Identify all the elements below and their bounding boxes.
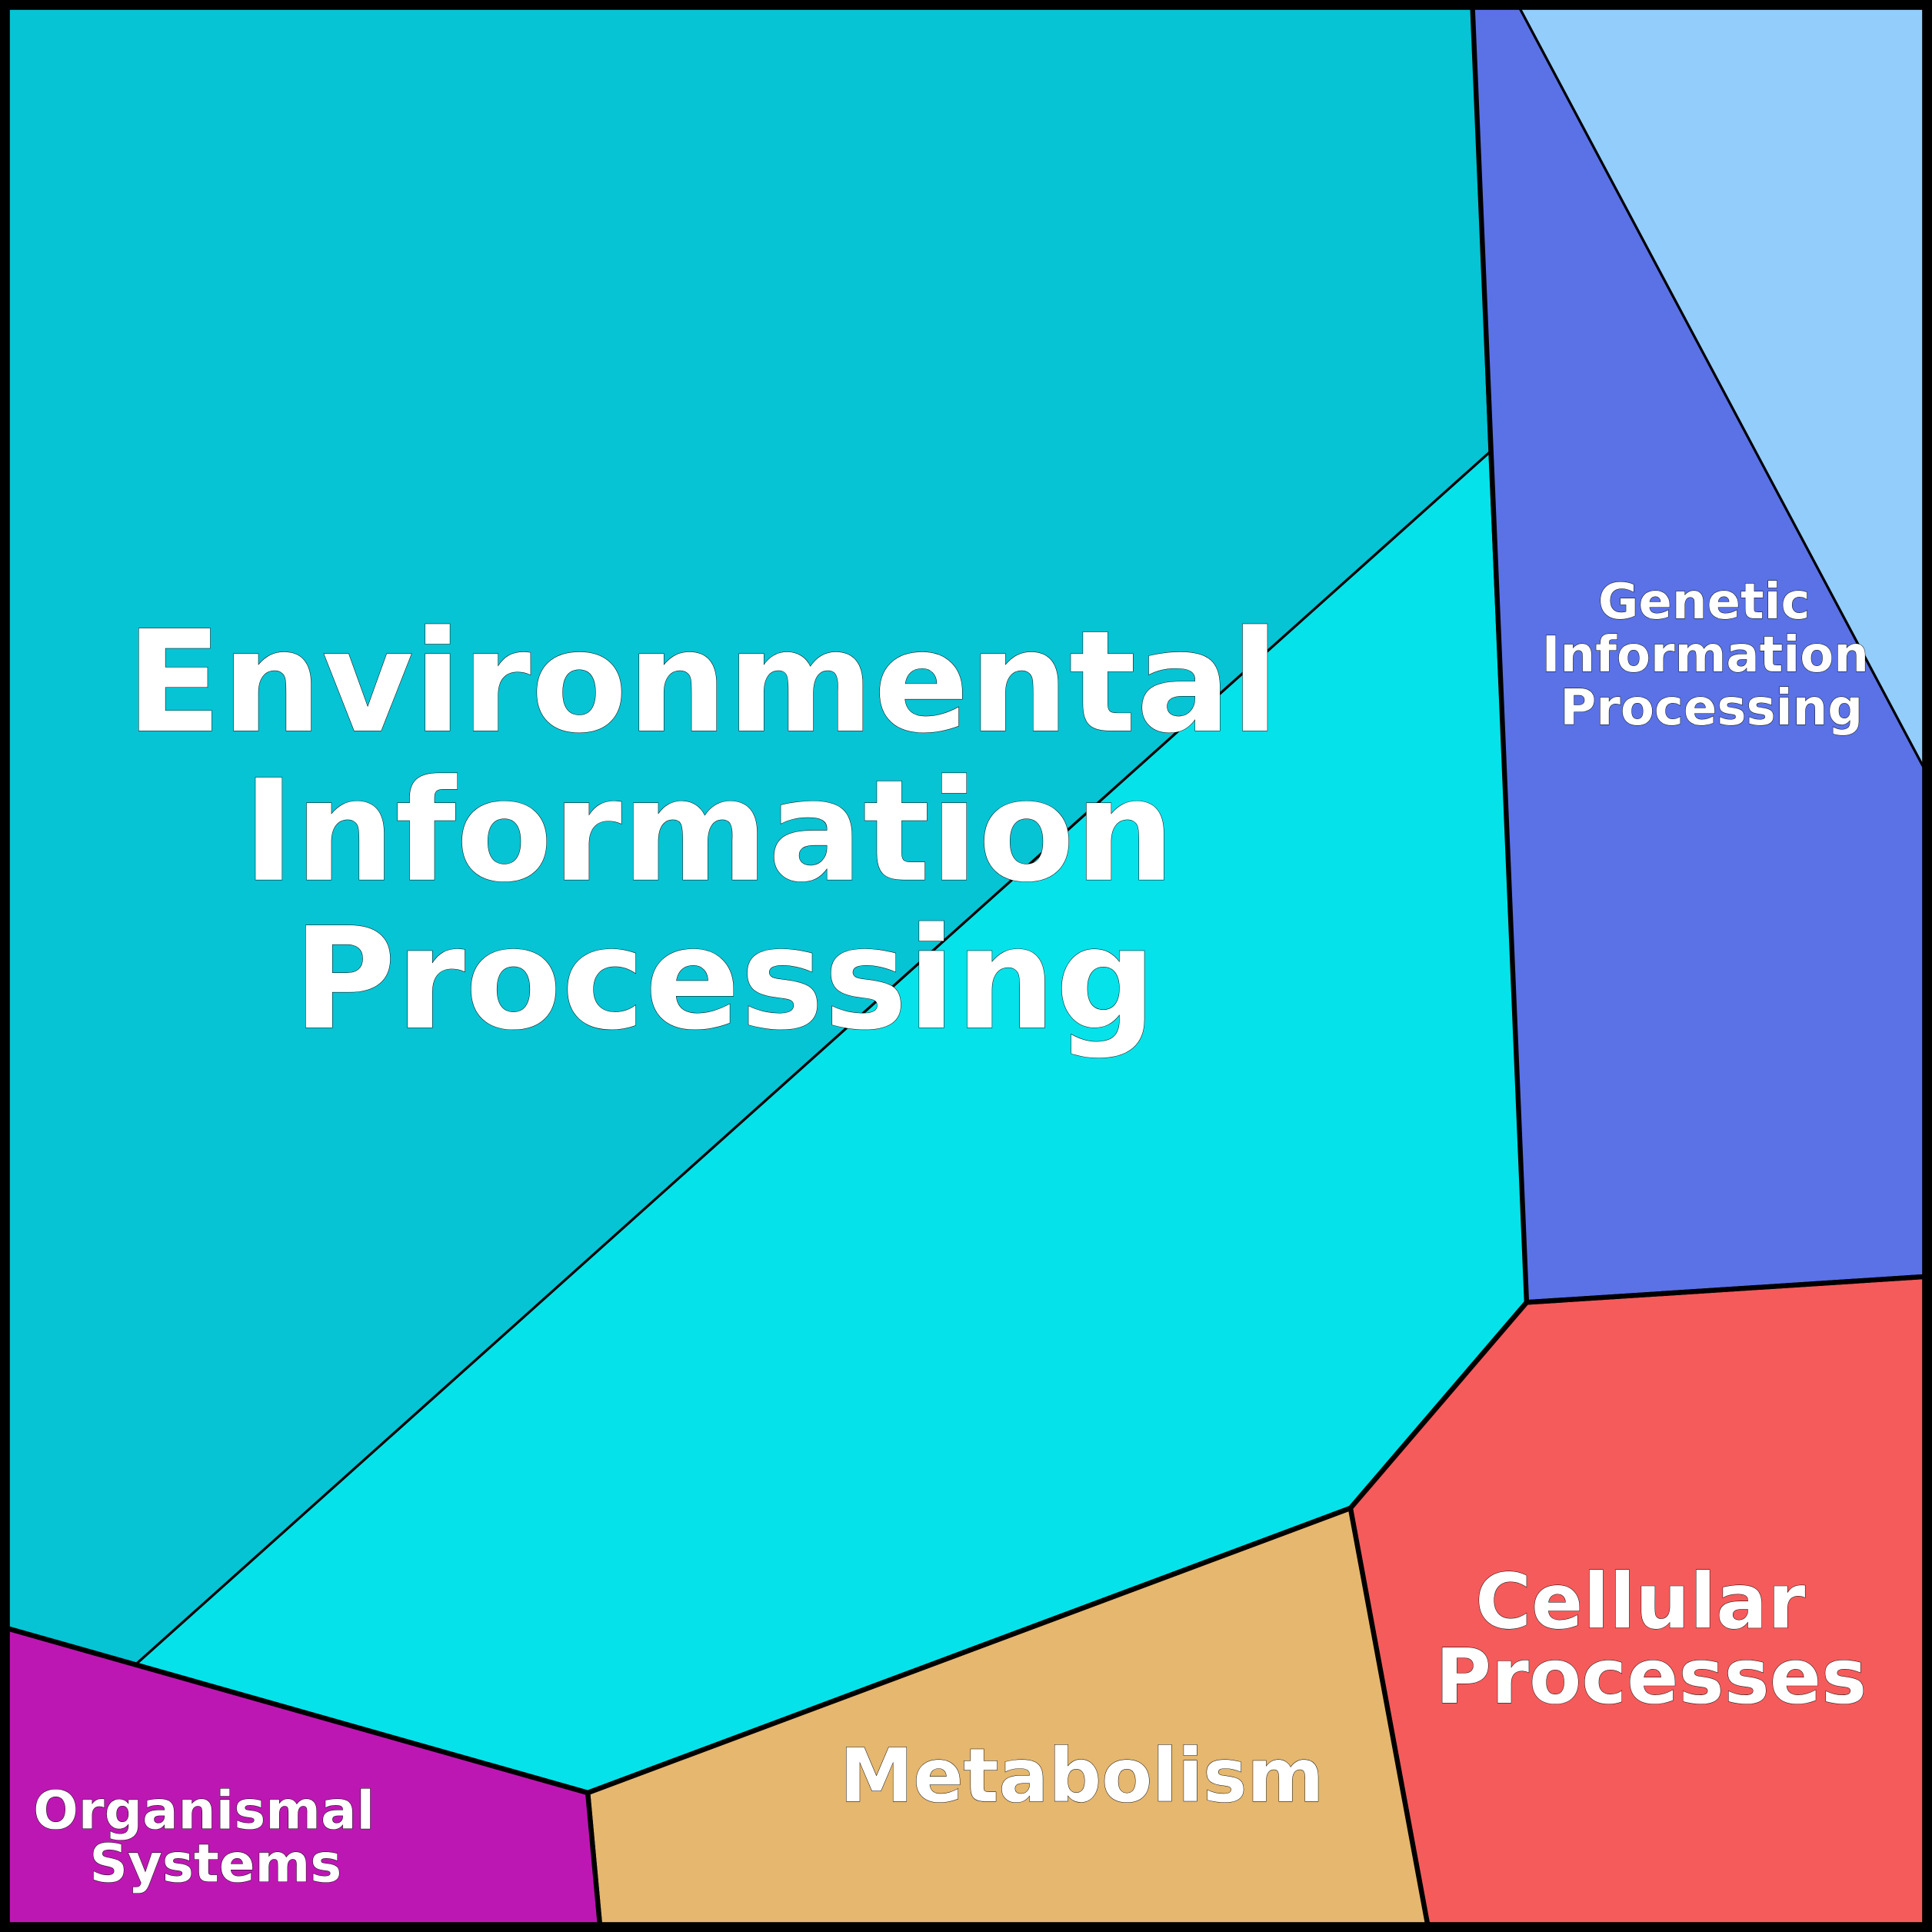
border-env-lower (4, 1301, 1529, 1796)
label-genetic: Genetic Information Processing (1542, 574, 1887, 737)
label-metabolism: Metabolism (840, 1733, 1324, 1819)
label-cellular: Cellular Processes (1435, 1557, 1867, 1721)
label-environmental: Environmental Information Processing (126, 601, 1328, 1061)
label-organismal: Organismal Systems (33, 1780, 393, 1894)
